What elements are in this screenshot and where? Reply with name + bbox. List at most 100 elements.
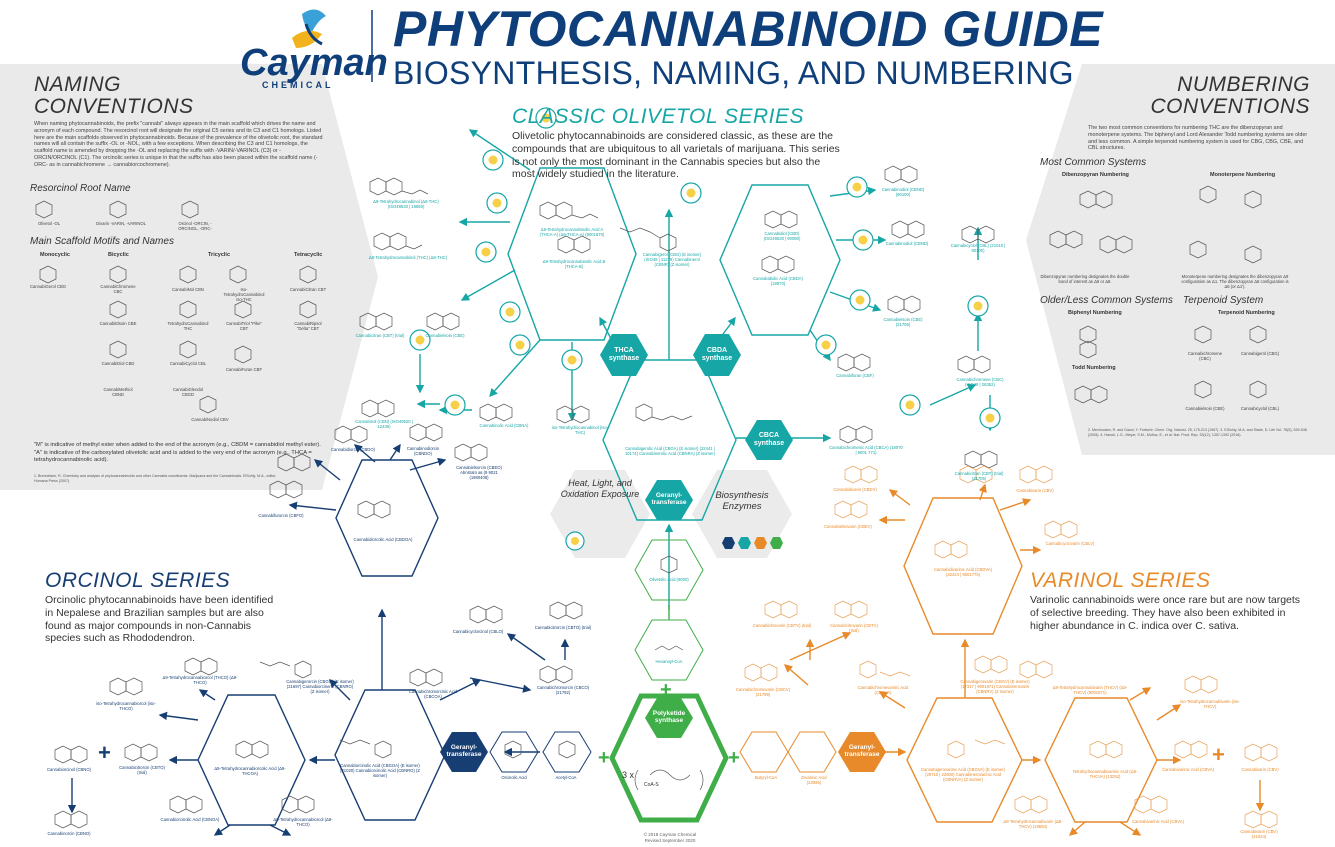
cbda-hex [719, 184, 841, 336]
polyketide-synthase-hex [645, 698, 693, 738]
naming-note: "M" is indicative of methyl ester when a… [34, 442, 321, 464]
scaffold-item: CannabiRipsol "Delta" CBT [294, 321, 322, 331]
compound-cbev: Cannabielsovarin (CBEV) [824, 524, 872, 529]
compound-cbto: Cannabicitrorcin (CBTO) (trial) [534, 625, 592, 630]
orcinol-heading: ORCINOL SERIES [45, 569, 231, 592]
compound-thcoa: Δ9-Tetrahydrocannabiorcolic Acid (Δ9-THC… [214, 766, 286, 776]
compound-cbda: Cannabidiolic Acid (CBDA) (18970) [753, 276, 803, 286]
resorcinol-heading: Resorcinol Root Name [30, 183, 131, 194]
numbering-heading-line2: CONVENTIONS [1150, 95, 1310, 119]
sun-icon-11 [846, 176, 868, 198]
scaffold-col-monocyclic: Monocyclic [40, 252, 70, 258]
olivetol-sun-icons [409, 107, 1001, 429]
center-structures [634, 555, 704, 791]
resorcinol-item-3: Orcinol -ORCIN, -ORCINOL, -ORC- [178, 221, 212, 231]
sun-icon-1 [486, 192, 508, 214]
thcoa-hex [197, 694, 306, 826]
geranyltransferase-orange-label: Geranyl-transferase [844, 744, 880, 759]
polyketide-synthase-label: Polyketide synthase [652, 710, 686, 725]
cbgoa-hex [334, 689, 446, 821]
compound-thca-b: Δ9-Tetrahydrocannabinolic Acid B (THCA-B… [542, 259, 606, 269]
compound-cbloh: Cannabicyclorcinol (CBLO) [452, 629, 504, 634]
compound-cbeo: Cannabielsorcin (CBEO) Abnitrato as (9 9… [456, 465, 502, 480]
scaffold-item: CannabiMethiol CBND [103, 387, 133, 397]
page-subtitle: BIOSYNTHESIS, NAMING, AND NUMBERING [393, 55, 1074, 91]
cbdoa-hex [335, 459, 439, 577]
compound-cbca: Cannabichromenic Acid (CBCA) (18070 | 90… [829, 445, 903, 455]
malonyl-label: CoA-S [644, 782, 659, 788]
compound-cbt: Cannabicitran (CBT) (trial) [355, 333, 405, 338]
numbering-body: The two most common conventions for numb… [1088, 125, 1308, 152]
thca-hex [507, 167, 637, 341]
compound-d9thc: Δ9-Tetrahydrocannabinol (Δ9-THC) (ISO495… [373, 199, 439, 209]
varinol-body: Varinolic cannabinoids were once rare bu… [1030, 594, 1301, 632]
compound-cbe: Cannabielsoin (CBE) [425, 333, 465, 338]
compound-d8thc: Δ8-Tetrahydrocannabinol (THC) (Δ8-THC) [368, 255, 448, 260]
scaffold-col-tetracyclic: Tetracyclic [294, 252, 323, 258]
cbgva-hex [906, 697, 1023, 823]
plus-sign-green-left: + [598, 747, 610, 769]
naming-reference: 1. Brenneisen, R. Chemistry and analysis… [34, 474, 277, 483]
compound-cbdv: Cannabidivarin (CBDV) [833, 487, 877, 492]
sun-icon-2 [475, 241, 497, 263]
naming-heading-line1: NAMING [34, 73, 121, 96]
scaffold-item: Iso-TetrahydroCannabinol iso-THC [223, 287, 265, 302]
compound-cbgva: Cannabigerovarinic Acid (CBGVA) (E isome… [921, 767, 1005, 782]
compound-thca-a: Δ9-Tetrahydrocannabinolic Acid A (THCA-A… [539, 227, 605, 237]
plus-sign-green-top: + [660, 679, 672, 701]
scaffold-item: CannabiTriol "Pike" CBT [226, 321, 262, 331]
compound-cbfo: Cannabifurorcin (CBFO) [258, 513, 304, 518]
compound-acetyl-coa: Acetyl-CoA [555, 775, 577, 780]
biphenyl-label: Biphenyl Numbering [1068, 310, 1122, 316]
compound-iso-thco: iso-Tetrahydrocannabiorcol (iso-THCO) [96, 701, 156, 711]
compound-cbga: Cannabigerolic Acid (CBGA) (E isomer) (2… [624, 446, 716, 456]
monoterpene-label: Monoterpene Numbering [1210, 172, 1276, 178]
orcinol-structures [54, 423, 583, 829]
scaffold-item: CannabiCyclol CBL [169, 361, 207, 366]
legend-enzymes-label: Biosynthesis Enzymes [715, 490, 769, 513]
compound-cbn-o: Cannabinorcin (CBNO) [47, 831, 91, 836]
sun-icon-13 [849, 289, 871, 311]
plus-sign-blue: + [98, 740, 111, 765]
compound-cbnd: Cannabinodiol (CBND) (90100) [881, 187, 925, 197]
olivetol-structures [359, 165, 998, 469]
resorcinol-item-2: Divarin -VARIN, -VARINOL [96, 221, 146, 226]
dibenzopyran-label: Dibenzopyran Numbering [1062, 172, 1129, 178]
cbdva-hex [903, 497, 1023, 635]
compound-cbnoa: Cannabiorcinolic Acid (CBNOA) [160, 817, 220, 822]
compound-cbgo: Cannabigerorcin (CBGO) (E isomer) (21697… [286, 679, 354, 694]
compound-d8thco: Δ8-Tetrahydrocannabiorcol (Δ8-THCO) [273, 817, 333, 827]
numbering-common-heading: Most Common Systems [1040, 157, 1147, 168]
compound-iso-thc: iso-Tetrahydrocannabinol (iso-THC) [551, 425, 609, 435]
compound-hexanoyl: Hexanoyl-CoA [655, 659, 683, 664]
sun-icon-16 [967, 295, 989, 317]
acetyl-hex [542, 731, 592, 773]
orcinol-body: Orcinolic phytocannabinoids have been id… [45, 594, 274, 645]
compound-cbc: Cannabichromene (CBC) (ISO49 | 26352) [956, 377, 1004, 387]
numbering-structures [1049, 185, 1267, 404]
compound-d8thcv: Δ8-Tetrahydrocannabivarin (Δ8-THCV) (196… [1003, 819, 1063, 829]
compound-cbna: Cannabinolic Acid (CBNA) [479, 423, 529, 428]
numbering-refs: 2. Mechoulam, R. and Gaoni, Y. Fortschr.… [1088, 428, 1307, 437]
compound-cbgv: Cannabigerovarin (CBGV) (E isomer) (1731… [960, 679, 1030, 694]
thca-synthase-label: THCA synthase [608, 347, 640, 362]
olivetol-body: Olivetolic phytocannabinoids are conside… [512, 130, 840, 181]
sun-icon-6 [509, 334, 531, 356]
cbda-synthase-label: CBDA synthase [701, 347, 733, 362]
monoterpene-note: Monoterpene numbering designates the dib… [1181, 274, 1289, 289]
olivetol-heading: CLASSIC OLIVETOL SERIES [512, 105, 805, 128]
numbering-heading-line1: NUMBERING [1177, 73, 1310, 96]
compound-cbv: Cannabivarin (CBV) (21024) [1240, 829, 1278, 839]
legend-enzyme-icons [722, 537, 783, 549]
legend-exposure-label: Heat, Light, and Oxidation Exposure [560, 478, 640, 499]
scaffold-item: TetrahydroCannabinol THC [167, 321, 209, 331]
numbering-heading: NUMBERING CONVENTIONS [1110, 73, 1310, 119]
plus-sign-green-right: + [728, 747, 740, 769]
compound-cbnv2: Cannabivarin (CBV) [1241, 767, 1279, 772]
sun-icon-4 [409, 329, 431, 351]
sun-icon-10 [680, 182, 702, 204]
naming-panel-bg [0, 64, 378, 490]
enzyme-green-icon [770, 537, 783, 549]
butyryl-hex [739, 731, 789, 773]
scaffold-item: CannabiNodiol CBV [191, 417, 229, 422]
